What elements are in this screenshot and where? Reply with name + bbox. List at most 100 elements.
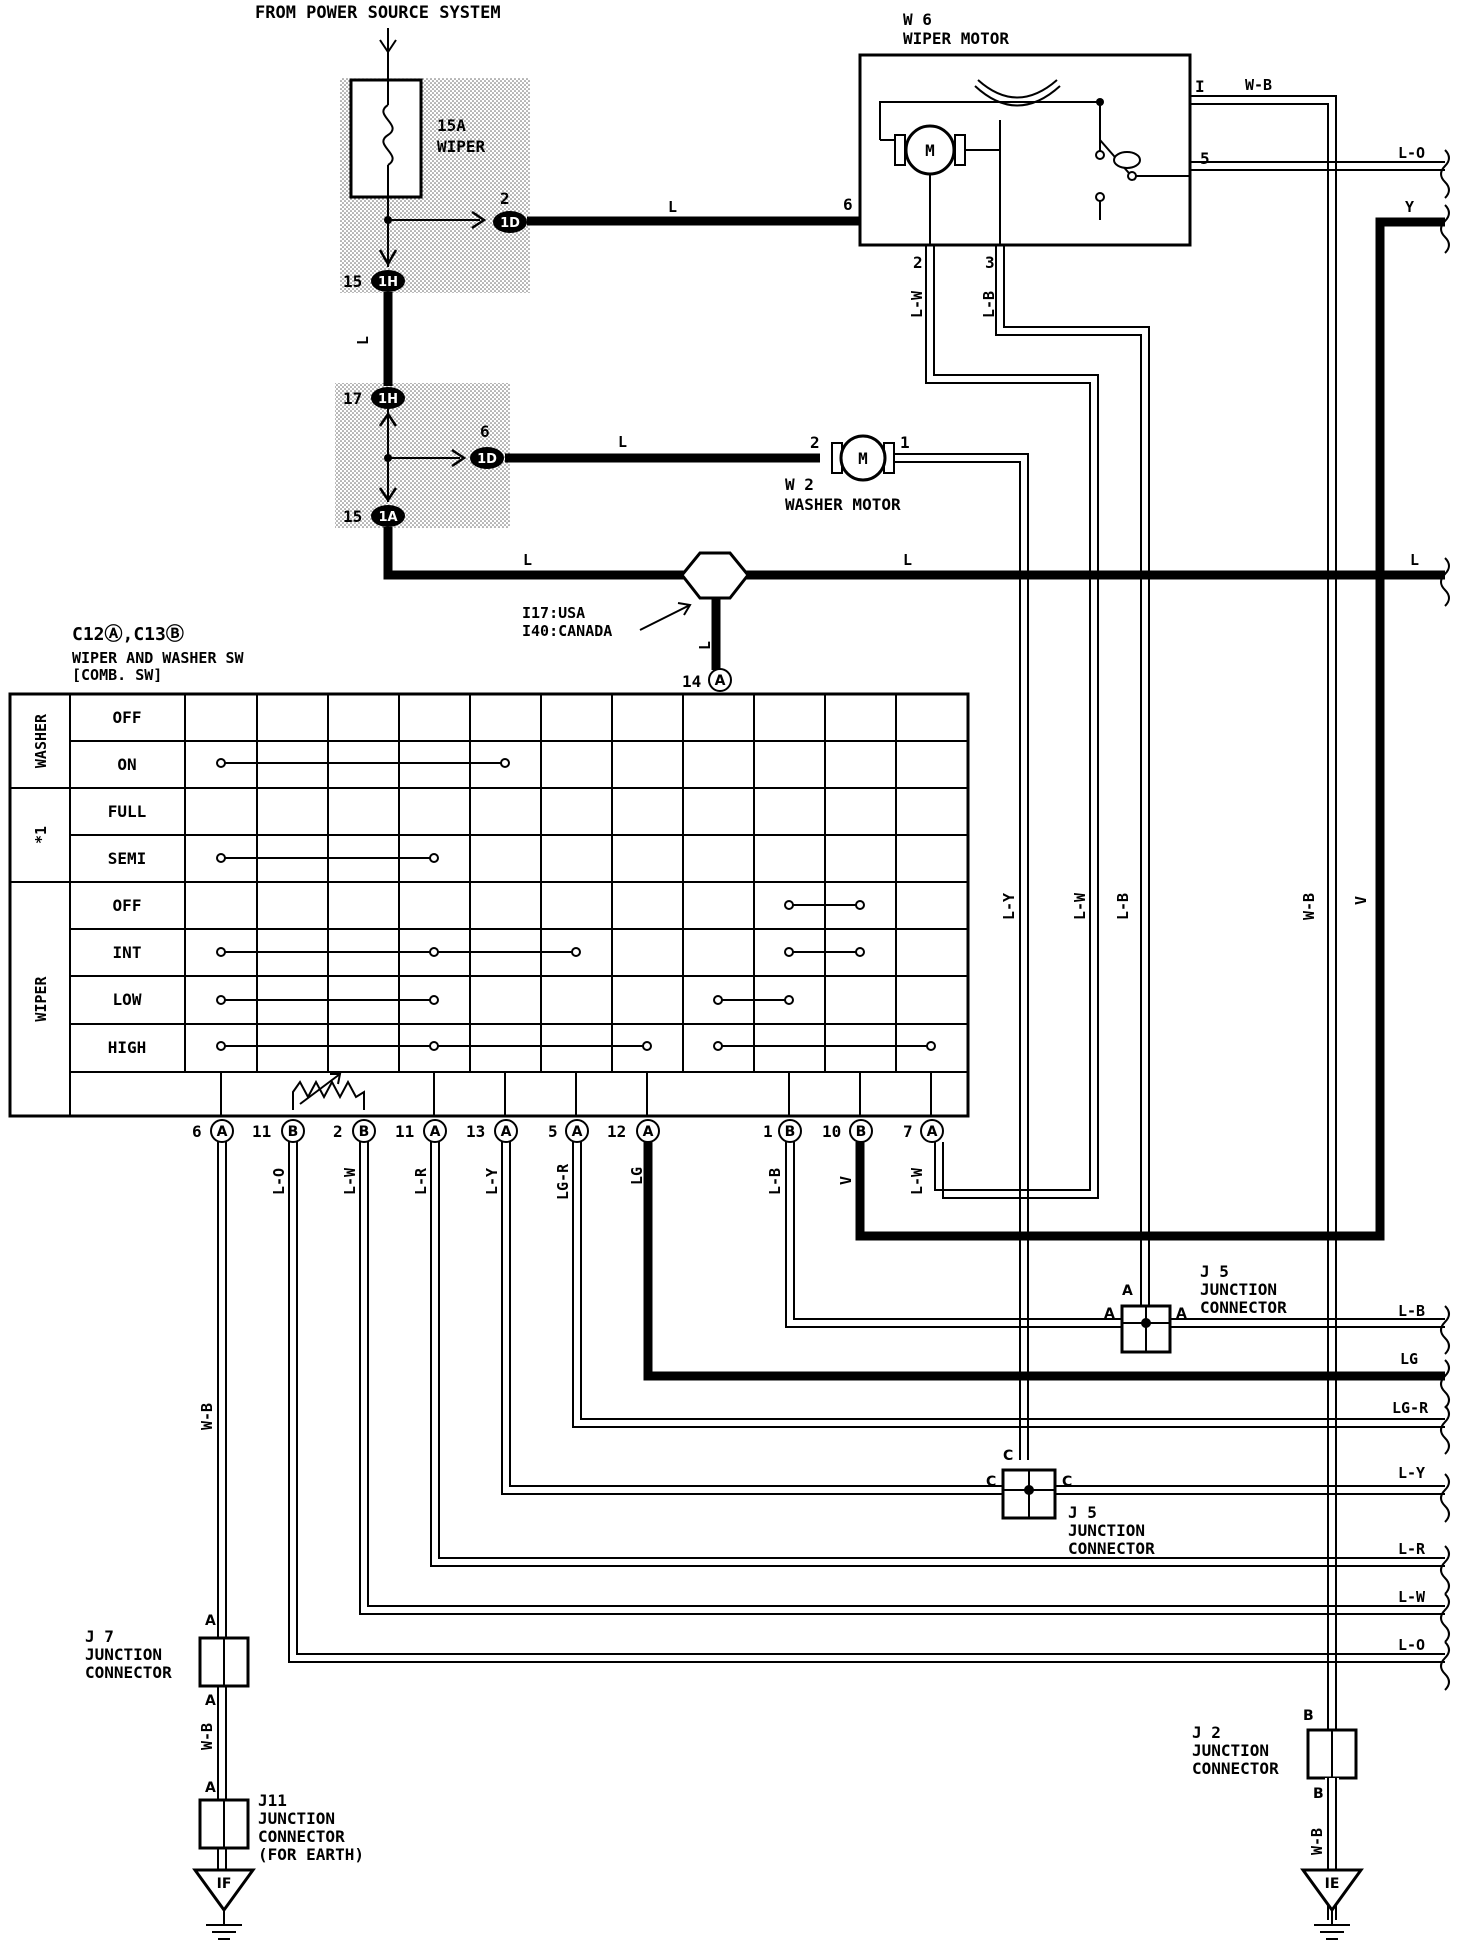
switch-connectors: C12Ⓐ,C13Ⓑ	[72, 623, 184, 645]
variable-resistor	[292, 1079, 365, 1110]
svg-text:W-B: W-B	[198, 1403, 216, 1430]
svg-text:B: B	[1303, 1708, 1314, 1724]
junction-j11	[198, 1798, 250, 1850]
connector-1D-upper: 1D	[493, 211, 527, 233]
bottom-pin-2B: 2 B	[333, 1119, 376, 1143]
svg-text:A: A	[501, 1124, 512, 1140]
svg-text:J11: J11	[258, 1791, 287, 1810]
svg-text:JUNCTION: JUNCTION	[258, 1809, 335, 1828]
svg-text:A: A	[205, 1693, 216, 1709]
svg-text:15: 15	[343, 272, 362, 291]
svg-text:LG: LG	[628, 1167, 646, 1185]
svg-text:1H: 1H	[378, 392, 398, 407]
svg-text:IF: IF	[217, 1876, 232, 1892]
row-high: HIGH	[108, 1038, 147, 1057]
svg-text:L-W: L-W	[908, 1167, 926, 1195]
svg-text:L-R: L-R	[412, 1167, 430, 1195]
svg-text:A: A	[643, 1124, 654, 1140]
power-source-label: FROM POWER SOURCE SYSTEM	[255, 3, 501, 23]
svg-text:L-Y: L-Y	[483, 1168, 501, 1195]
svg-text:B: B	[785, 1124, 796, 1140]
svg-text:6: 6	[480, 422, 490, 441]
integration-canada: I40:CANADA	[522, 622, 612, 640]
svg-text:B: B	[856, 1124, 867, 1140]
svg-text:JUNCTION: JUNCTION	[1200, 1280, 1277, 1299]
svg-text:A: A	[217, 1124, 228, 1140]
washer-motor-name: WASHER MOTOR	[785, 495, 901, 514]
svg-text:A: A	[1176, 1306, 1187, 1322]
svg-text:A: A	[1104, 1306, 1115, 1322]
svg-text:J 2: J 2	[1192, 1723, 1221, 1742]
svg-text:A: A	[1122, 1283, 1133, 1299]
switch-table	[8, 692, 970, 1118]
svg-text:2: 2	[810, 433, 820, 452]
svg-text:J 7: J 7	[85, 1627, 114, 1646]
wiper-motor-internals: M	[879, 79, 1190, 245]
connector-14A: A	[708, 668, 732, 692]
svg-text:(FOR EARTH): (FOR EARTH)	[258, 1845, 364, 1864]
row-semi: SEMI	[108, 849, 147, 868]
wiper-motor-id: W 6	[903, 10, 932, 29]
row-low: LOW	[113, 990, 142, 1009]
svg-text:1D: 1D	[500, 216, 520, 231]
group-wiper: WIPER	[32, 975, 50, 1021]
svg-text:1D: 1D	[477, 452, 497, 467]
svg-text:A: A	[205, 1780, 216, 1796]
svg-text:L: L	[668, 198, 677, 216]
svg-text:1: 1	[900, 433, 910, 452]
ground-if: IF	[192, 1868, 256, 1940]
svg-text:L-O: L-O	[1398, 144, 1425, 162]
svg-text:M: M	[925, 141, 935, 160]
svg-text:L: L	[618, 433, 627, 451]
svg-text:L-O: L-O	[270, 1168, 288, 1195]
bottom-pin-7A: 7 A	[903, 1119, 944, 1143]
svg-text:W-B: W-B	[1308, 1828, 1326, 1855]
wire-continuation-marks	[1440, 149, 1450, 1691]
bottom-pin-1B: 1 B	[763, 1119, 802, 1143]
row-int: INT	[113, 943, 142, 962]
integration-relay	[680, 551, 750, 600]
wiper-motor-name: WIPER MOTOR	[903, 29, 1009, 48]
svg-text:L-Y: L-Y	[1398, 1464, 1425, 1482]
svg-text:L: L	[696, 641, 714, 650]
svg-text:A: A	[927, 1124, 938, 1140]
svg-text:10: 10	[822, 1122, 841, 1141]
bottom-pin-13A: 13 A	[466, 1119, 518, 1143]
row-washer-on: ON	[117, 755, 136, 774]
svg-text:L-W: L-W	[1398, 1588, 1426, 1606]
junction-j5-lower	[1001, 1468, 1057, 1520]
bottom-pin-12A: 12 A	[607, 1119, 660, 1143]
svg-text:5: 5	[548, 1122, 558, 1141]
svg-text:1H: 1H	[378, 275, 398, 290]
svg-text:2: 2	[333, 1122, 343, 1141]
svg-text:6: 6	[192, 1122, 202, 1141]
svg-text:J 5: J 5	[1200, 1262, 1229, 1281]
svg-text:L: L	[903, 551, 912, 569]
svg-text:2: 2	[913, 253, 923, 272]
svg-text:6: 6	[843, 195, 853, 214]
svg-text:A: A	[430, 1124, 441, 1140]
svg-text:L: L	[523, 551, 532, 569]
connector-1A-15: 1A	[371, 505, 405, 527]
svg-text:LG-R: LG-R	[554, 1163, 572, 1200]
bottom-pin-10B: 10 B	[822, 1119, 873, 1143]
svg-text:LG: LG	[1400, 1350, 1418, 1368]
junction-j7	[198, 1636, 250, 1688]
svg-text:13: 13	[466, 1122, 485, 1141]
svg-text:B: B	[359, 1124, 370, 1140]
svg-text:L-B: L-B	[980, 291, 998, 318]
svg-text:L-B: L-B	[1114, 893, 1132, 920]
svg-text:V: V	[1352, 896, 1370, 905]
svg-text:IE: IE	[1325, 1876, 1340, 1892]
row-full: FULL	[108, 802, 147, 821]
svg-text:L-O: L-O	[1398, 1636, 1425, 1654]
bottom-pin-11B: 11 B	[252, 1119, 305, 1143]
washer-motor-id: W 2	[785, 475, 814, 494]
switch-contacts	[216, 758, 936, 1051]
svg-text:I: I	[1195, 77, 1205, 96]
svg-text:M: M	[858, 449, 868, 468]
svg-text:W-B: W-B	[1245, 76, 1272, 94]
connector-1D-lower: 1D	[470, 447, 504, 469]
svg-text:J 5: J 5	[1068, 1503, 1097, 1522]
